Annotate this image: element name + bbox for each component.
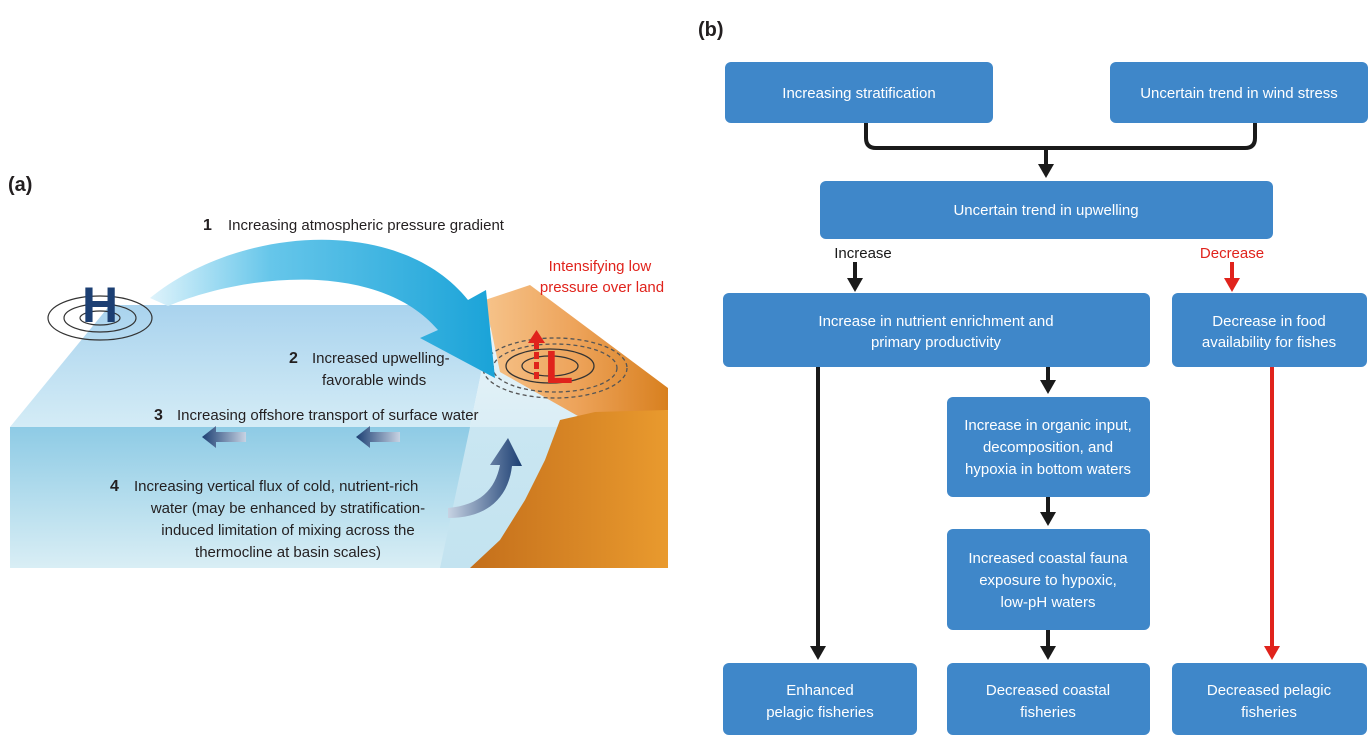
svg-text:availability for fishes: availability for fishes [1202,334,1336,351]
svg-text:1: 1 [203,217,212,234]
svg-text:Decrease in food: Decrease in food [1212,313,1325,330]
decrease-branch-label: Decrease [1200,245,1264,262]
vertical-flux-arrow [448,438,522,518]
svg-text:exposure to hypoxic,: exposure to hypoxic, [979,572,1117,589]
high-pressure-symbol: H [82,277,118,333]
svg-text:Decreased coastal: Decreased coastal [986,682,1110,699]
svg-text:Decreased pelagic: Decreased pelagic [1207,682,1332,699]
box-increasing-stratification: Increasing stratification [725,62,993,123]
low-pressure-caption: Intensifying low pressure over land [540,258,664,296]
svg-text:3: 3 [154,407,163,424]
pressure-gradient-arrow [150,239,495,378]
box-organic-input: Increase in organic input, decomposition… [947,397,1150,497]
svg-text:2: 2 [289,350,298,367]
merge-bracket [864,123,1257,150]
upwelling-flowchart: (b) Increase Decrease Increasing stratif… [698,19,1368,735]
box-upwelling-trend: Uncertain trend in upwelling [820,181,1273,239]
svg-text:pelagic fisheries: pelagic fisheries [766,704,874,721]
low-pressure-system [482,337,628,399]
svg-text:Increasing offshore transport: Increasing offshore transport of surface… [177,407,479,424]
svg-text:Uncertain trend in wind stress: Uncertain trend in wind stress [1140,85,1338,102]
svg-text:Increase in organic input,: Increase in organic input, [964,417,1132,434]
svg-text:Increasing vertical flux of co: Increasing vertical flux of cold, nutrie… [134,478,418,495]
step-4-annotation: 4 Increasing vertical flux of cold, nutr… [110,478,425,561]
box-food-availability: Decrease in food availability for fishes [1172,293,1367,367]
low-pressure-symbol: L [545,341,573,393]
svg-text:water (may be enhanced by stra: water (may be enhanced by stratification… [150,500,425,517]
coastal-cliff [470,410,668,568]
svg-text:Uncertain trend in upwelling: Uncertain trend in upwelling [953,202,1138,219]
box-coastal-fauna: Increased coastal fauna exposure to hypo… [947,529,1150,630]
svg-text:thermocline at basin scales): thermocline at basin scales) [195,544,381,561]
step-3-annotation: 3 Increasing offshore transport of surfa… [154,407,479,424]
svg-text:4: 4 [110,478,119,495]
svg-text:low-pH waters: low-pH waters [1000,594,1095,611]
svg-text:Increase in nutrient enrichmen: Increase in nutrient enrichment and [818,313,1053,330]
panel-a-label: (a) [8,174,32,196]
rising-air-arrow [528,330,545,379]
flow-connectors [810,123,1280,660]
svg-text:hypoxia in bottom waters: hypoxia in bottom waters [965,461,1131,478]
panel-b-label: (b) [698,19,724,41]
high-pressure-system [47,295,153,341]
svg-text:fisheries: fisheries [1241,704,1297,721]
svg-text:fisheries: fisheries [1020,704,1076,721]
box-decreased-coastal-fisheries: Decreased coastal fisheries [947,663,1150,735]
step-1-annotation: 1 Increasing atmospheric pressure gradie… [203,217,505,234]
svg-text:Increasing stratification: Increasing stratification [782,85,935,102]
svg-text:induced limitation of mixing a: induced limitation of mixing across the [161,522,414,539]
svg-text:Increasing atmospheric pressur: Increasing atmospheric pressure gradient [228,217,505,234]
ocean-water-column [10,427,590,568]
box-nutrient-enrichment: Increase in nutrient enrichment and prim… [723,293,1150,367]
svg-text:Enhanced: Enhanced [786,682,854,699]
upwelling-illustration: (a) H L Intensifying low pressure over l… [8,174,668,568]
svg-text:favorable winds: favorable winds [322,372,426,389]
increase-branch-label: Increase [834,245,892,262]
box-decreased-pelagic-fisheries: Decreased pelagic fisheries [1172,663,1367,735]
box-wind-stress: Uncertain trend in wind stress [1110,62,1368,123]
svg-text:Increased coastal fauna: Increased coastal fauna [968,550,1128,567]
offshore-transport-arrows [202,426,400,448]
step-2-annotation: 2 Increased upwelling- favorable winds [289,350,450,389]
svg-text:decomposition, and: decomposition, and [983,439,1113,456]
svg-text:primary productivity: primary productivity [871,334,1002,351]
svg-text:Increased upwelling-: Increased upwelling- [312,350,450,367]
box-enhanced-pelagic-fisheries: Enhanced pelagic fisheries [723,663,917,735]
